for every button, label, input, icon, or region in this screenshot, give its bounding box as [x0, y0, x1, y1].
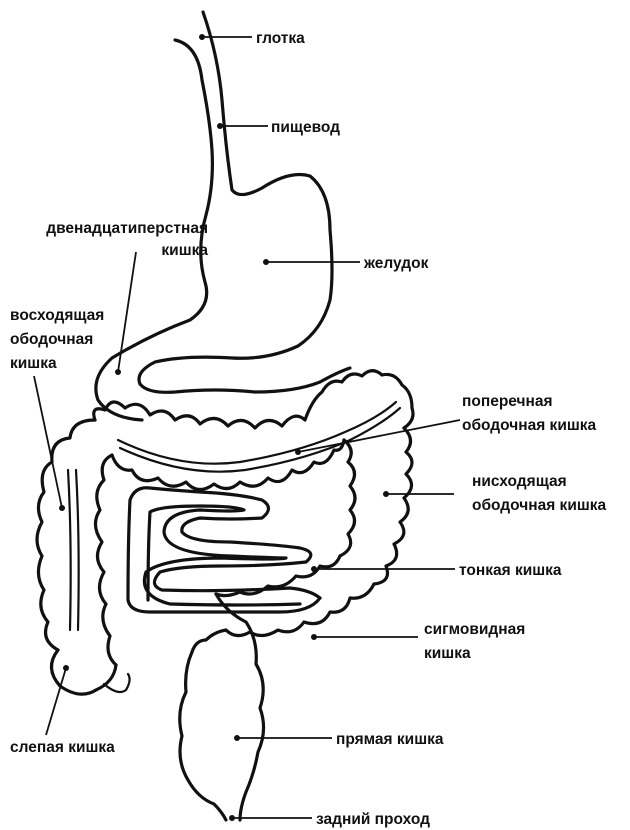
cecum-outline: [51, 650, 116, 694]
label-ascending-colon-line2: ободочная: [10, 331, 93, 348]
label-descending-colon-line1: нисходящая: [472, 473, 567, 490]
label-esophagus: пищевод: [271, 119, 340, 136]
label-rectum: прямая кишка: [336, 731, 444, 748]
label-transverse-colon-line2: ободочная кишка: [462, 417, 597, 434]
label-ascending-colon-line1: восходящая: [10, 307, 104, 324]
transverse-colon-lower: [112, 440, 344, 490]
rectum-outline: [180, 652, 226, 820]
small-intestine-outer: [128, 488, 320, 600]
label-pharynx: глотка: [256, 30, 305, 47]
organs: [37, 12, 413, 820]
label-stomach: желудок: [363, 255, 429, 272]
label-anus: задний проход: [316, 811, 430, 828]
label-sigmoid-colon-line1: сигмовидная: [424, 621, 525, 638]
label-cecum: слепая кишка: [10, 739, 115, 756]
label-transverse-colon-line1: поперечная: [462, 393, 553, 410]
label-duodenum-line2: кишка: [161, 242, 208, 259]
label-descending-colon-line2: ободочная кишка: [472, 497, 607, 514]
labels: глотка пищевод двенадцатиперстная кишка …: [10, 30, 607, 828]
stomach-outline: [139, 12, 350, 392]
descending-colon-outer: [374, 428, 412, 584]
ascending-colon-outer: [37, 420, 95, 650]
rectum-outline-right: [216, 594, 264, 820]
ascending-colon-band: [68, 470, 79, 630]
label-ascending-colon-line3: кишка: [10, 355, 57, 372]
leader-lines: [34, 34, 460, 821]
label-duodenum-line1: двенадцатиперстная: [46, 220, 208, 237]
label-small-intestine: тонкая кишка: [459, 562, 562, 579]
label-sigmoid-colon-line2: кишка: [424, 645, 471, 662]
ascending-colon-inner: [95, 455, 116, 665]
duodenum-leader: [118, 252, 136, 372]
descending-colon-inner: [340, 440, 355, 556]
